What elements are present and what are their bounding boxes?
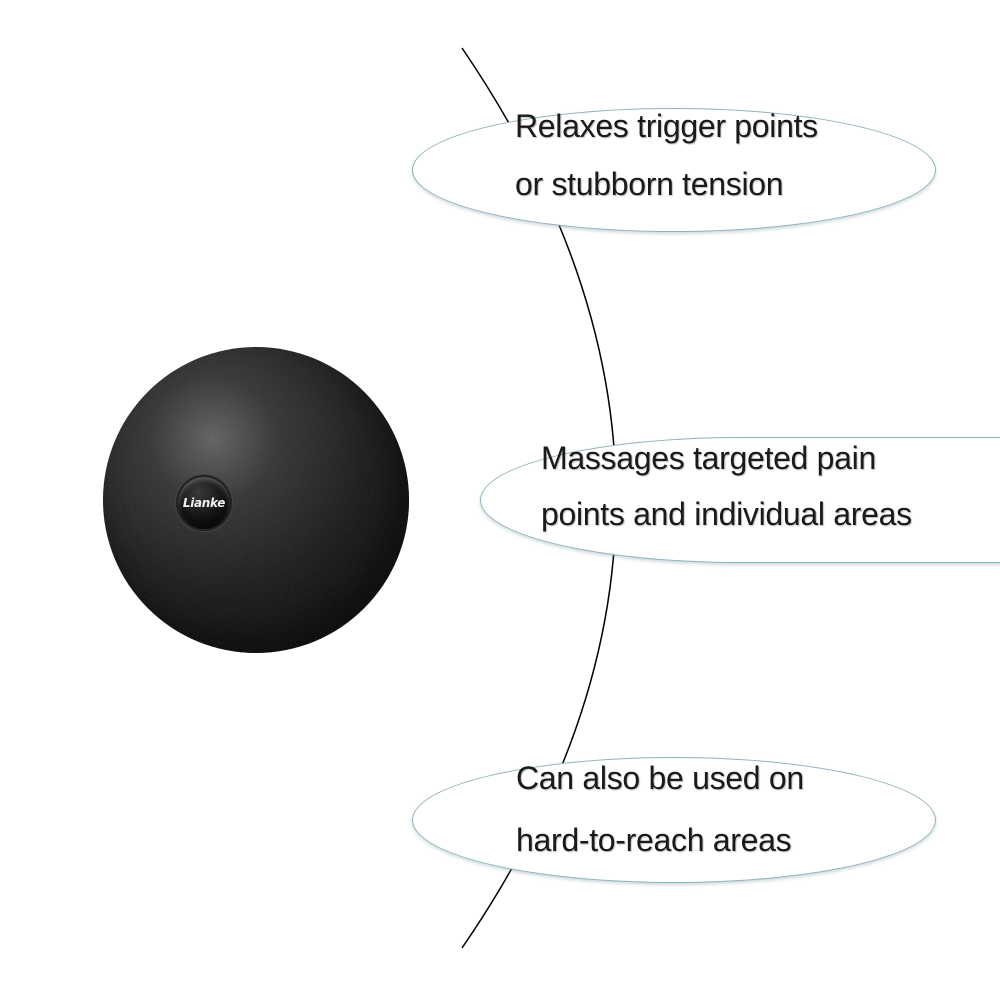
brand-logo-badge: Lianke xyxy=(176,475,232,531)
feature-bubble-pain-points xyxy=(480,437,1000,563)
feature-1-line-2: or stubborn tension xyxy=(515,166,784,202)
feature-3-line-2: hard-to-reach areas xyxy=(516,822,792,858)
ball-texture xyxy=(103,347,409,653)
massage-ball-image xyxy=(103,347,409,653)
feature-2-line-2: points and individual areas xyxy=(541,496,912,532)
feature-2-line-1: Massages targeted pain xyxy=(541,440,876,476)
brand-logo: Lianke xyxy=(182,496,226,510)
feature-3-line-1: Can also be used on xyxy=(516,760,804,796)
feature-1-line-1: Relaxes trigger points xyxy=(515,108,818,144)
feature-bubble-hard-to-reach xyxy=(412,757,936,883)
feature-bubble-trigger-points xyxy=(412,108,936,232)
